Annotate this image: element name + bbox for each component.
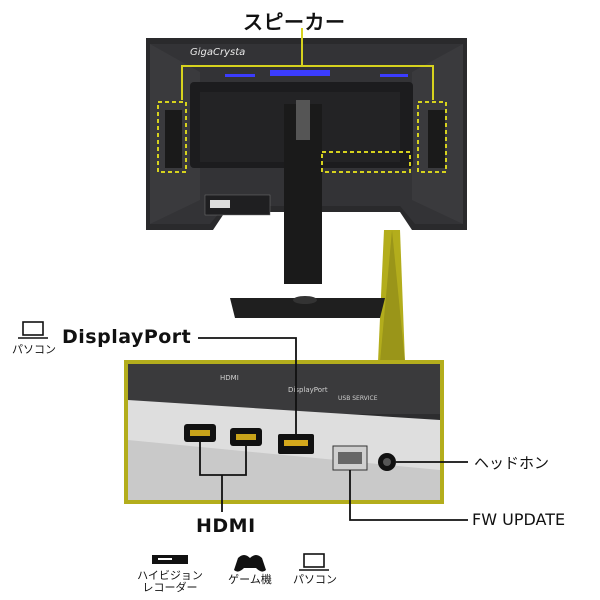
led-accent <box>270 70 330 76</box>
device-label-pc: パソコン <box>293 573 337 586</box>
monitor-brand: GigaCrysta <box>190 47 246 58</box>
hdmi-port-1 <box>184 424 216 442</box>
stand-base <box>230 298 385 318</box>
hdmi-label: HDMI <box>196 515 256 537</box>
device-label-game: ゲーム機 <box>228 573 272 586</box>
hdmi-leader <box>199 442 247 476</box>
speaker-highlight-left <box>157 101 187 173</box>
pc-label-left: パソコン <box>12 343 56 356</box>
displayport-port <box>278 434 314 454</box>
speaker-label: スピーカー <box>243 10 346 34</box>
headphone-jack <box>378 453 396 471</box>
displayport-label: DisplayPort <box>62 326 192 348</box>
panel-print-hdmi: HDMI <box>220 374 239 382</box>
headphone-label: ヘッドホン <box>474 454 550 472</box>
device-label-recorder: ハイビジョン レコーダー <box>137 569 203 594</box>
panel-print-usb: USB SERVICE <box>338 395 378 402</box>
usb-port <box>332 445 368 471</box>
hdmi-port-2 <box>230 428 262 446</box>
ports-highlight <box>321 151 411 173</box>
panel-print-dp: DisplayPort <box>288 386 328 394</box>
laptop-icon <box>18 321 48 339</box>
gamepad-icon <box>234 555 266 572</box>
speaker-highlight-right <box>417 101 447 173</box>
fw-update-label: FW UPDATE <box>472 510 566 529</box>
laptop-icon-bottom <box>299 553 329 571</box>
recorder-icon <box>152 555 188 564</box>
displayport-leader <box>198 337 297 434</box>
fw-leader <box>349 470 468 521</box>
